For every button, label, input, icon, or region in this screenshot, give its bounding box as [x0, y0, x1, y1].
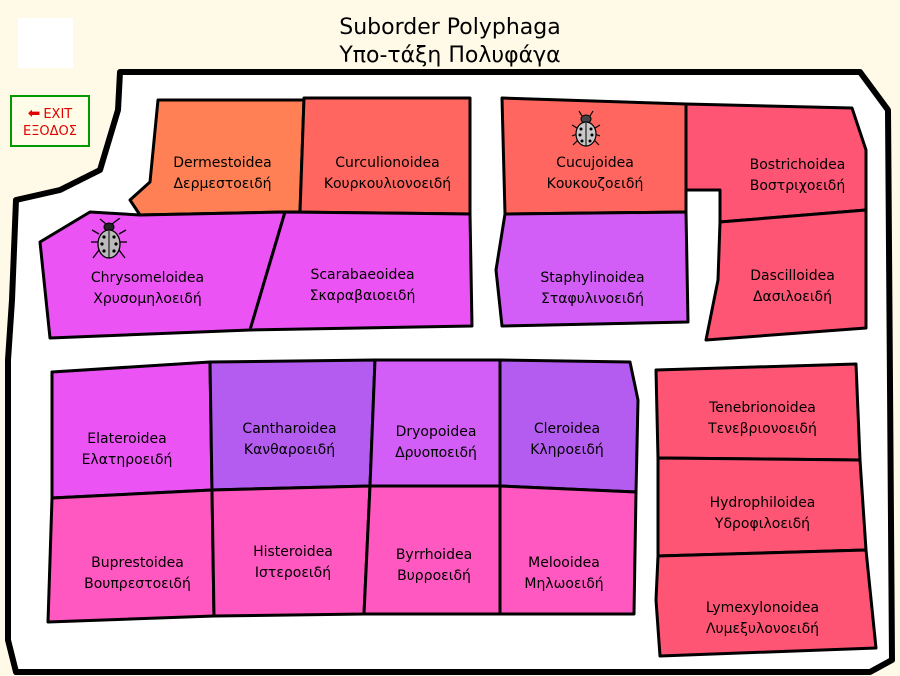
beetle-icon	[571, 110, 601, 147]
region-buprestoidea[interactable]	[46, 488, 216, 624]
bug-icon	[91, 218, 127, 259]
region-cantharoidea[interactable]	[208, 358, 377, 492]
region-scarabaeoidea[interactable]	[248, 210, 474, 332]
page-title: Suborder Polyphaga Υπο-τάξη Πολυφάγα	[230, 14, 670, 70]
region-cleroidea[interactable]	[498, 358, 640, 494]
region-staphylinoidea[interactable]	[494, 210, 690, 328]
region-dryopoidea[interactable]	[368, 358, 502, 488]
exit-label-greek: ΕΞΟΔΟΣ	[23, 124, 77, 139]
region-tenebrionoidea[interactable]	[654, 362, 862, 462]
region-curculionoidea[interactable]	[283, 96, 472, 216]
region-dascilloidea[interactable]	[704, 208, 868, 342]
region-histeroidea[interactable]	[210, 484, 372, 618]
blank-white-box	[18, 18, 73, 68]
region-byrrhoidea[interactable]	[362, 484, 502, 616]
region-dermestoidea[interactable]	[128, 98, 306, 217]
region-elateroidea[interactable]	[50, 360, 214, 500]
region-lymexylonoidea[interactable]	[654, 548, 878, 658]
exit-label-english: EXIT	[43, 107, 73, 122]
title-greek: Υπο-τάξη Πολυφάγα	[339, 43, 561, 68]
region-melooidea[interactable]	[498, 484, 638, 616]
title-english: Suborder Polyphaga	[339, 15, 561, 40]
arrow-left-icon: ⬅	[27, 104, 41, 122]
region-chrysomeloidea[interactable]	[38, 210, 287, 340]
exit-button[interactable]: ⬅EXIT ΕΞΟΔΟΣ	[10, 95, 90, 147]
region-hydrophiloidea[interactable]	[656, 456, 868, 558]
